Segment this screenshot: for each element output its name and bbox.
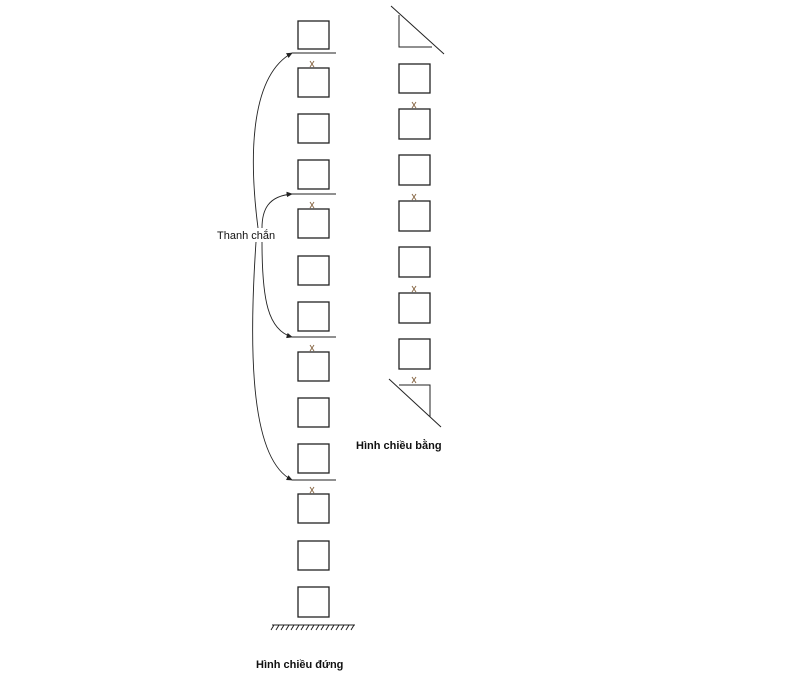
arrow-to-barrier-4 [252,241,293,481]
barrier-label: Thanh chắn [217,229,275,242]
top-clip-mark-4 [411,376,417,384]
barrier-arrows [252,52,293,481]
front-box-2 [297,67,330,98]
front-box-10 [297,443,330,474]
front-view-title: Hình chiều đứng [256,659,343,671]
top-view-title: Hình chiều bằng [356,439,442,452]
front-box-3 [297,113,330,144]
front-clip-mark-4 [309,486,315,494]
arrow-to-barrier-3 [261,241,293,339]
front-box-5 [297,208,330,239]
top-brace-triangle [390,5,445,55]
top-box-7 [398,338,431,370]
front-box-11 [297,493,330,524]
front-view [270,20,355,631]
top-box-6 [398,292,431,324]
top-clip-mark-3 [411,285,417,293]
bottom-brace-triangle [388,378,442,428]
front-box-9 [297,397,330,428]
top-box-1 [398,63,431,94]
front-box-6 [297,255,330,286]
top-clip-mark-2 [411,193,417,201]
front-clip-mark-3 [309,344,315,352]
front-clip-mark-2 [309,201,315,209]
front-clip-mark-1 [309,60,315,68]
ground-hatch [270,624,355,631]
top-box-4 [398,200,431,232]
front-box-4 [297,159,330,190]
top-box-2 [398,108,431,140]
front-box-13 [297,586,330,618]
front-box-1 [297,20,330,50]
arrow-to-barrier-2 [261,191,293,229]
front-box-12 [297,540,330,571]
top-clip-mark-1 [411,101,417,109]
front-box-8 [297,351,330,382]
top-view [388,5,445,428]
arrow-to-barrier-1 [252,52,293,229]
front-box-7 [297,301,330,332]
top-box-5 [398,246,431,278]
top-box-3 [398,154,431,186]
